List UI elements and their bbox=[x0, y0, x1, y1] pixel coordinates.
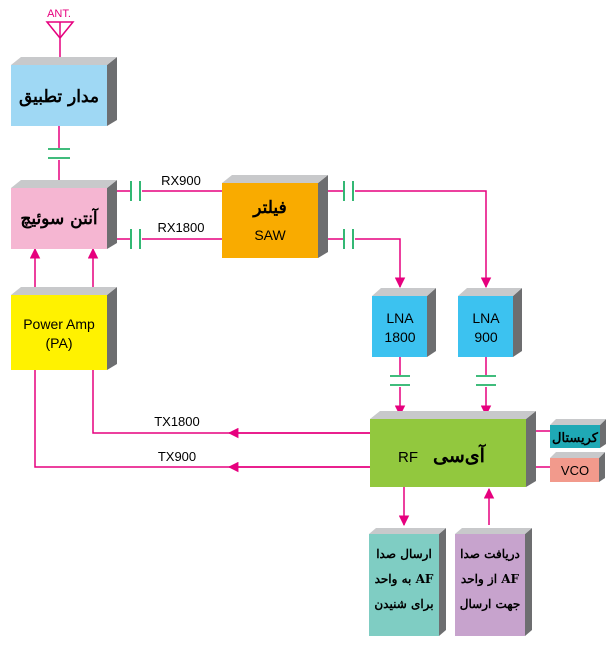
af-receive-block: دریافت صدا از واحد AF جهت ارسال bbox=[455, 528, 532, 636]
antenna-icon bbox=[45, 21, 75, 62]
power-amp-block: Power Amp (PA) bbox=[11, 287, 117, 370]
matching-circuit-label: مدار تطبیق bbox=[19, 87, 99, 107]
lna-1800-line1: LNA bbox=[386, 310, 414, 326]
vco-label: VCO bbox=[561, 463, 589, 478]
saw-filter-block: فیلتر SAW bbox=[222, 175, 328, 258]
antenna-switch-block: آنتن سوئیچ bbox=[11, 180, 117, 249]
lna-900-line1: LNA bbox=[472, 310, 500, 326]
capacitor-icon bbox=[48, 148, 497, 387]
rx900-label: RX900 bbox=[161, 173, 201, 188]
rx1800-label: RX1800 bbox=[158, 220, 205, 235]
rf-ic-label: آی‌سی bbox=[433, 443, 487, 467]
lna-1800-block: LNA 1800 bbox=[372, 288, 436, 357]
crystal-block: کریستال bbox=[550, 419, 606, 448]
af-send-line2: به واحد AF bbox=[375, 572, 434, 587]
saw-filter-label: فیلتر bbox=[251, 198, 286, 218]
af-receive-line1: دریافت صدا bbox=[460, 547, 520, 562]
antenna-label: ANT. bbox=[47, 8, 71, 20]
matching-circuit-block: مدار تطبیق bbox=[11, 57, 117, 126]
af-send-line3: برای شنیدن bbox=[374, 597, 433, 612]
af-receive-line3: جهت ارسال bbox=[460, 597, 520, 612]
af-receive-line2: از واحد AF bbox=[461, 572, 520, 587]
tx900-label: TX900 bbox=[158, 449, 196, 464]
power-amp-line1: Power Amp bbox=[23, 316, 95, 332]
rf-ic-block: آی‌سی RF bbox=[370, 411, 536, 487]
af-send-line1: ارسال صدا bbox=[376, 547, 432, 562]
rf-ic-sub: RF bbox=[398, 449, 418, 466]
crystal-label: کریستال bbox=[552, 431, 599, 446]
lna-900-line2: 900 bbox=[474, 329, 498, 345]
antenna-switch-label: آنتن سوئیچ bbox=[20, 207, 99, 229]
vco-block: VCO bbox=[550, 452, 605, 482]
tx1800-label: TX1800 bbox=[154, 414, 200, 429]
lna-1800-line2: 1800 bbox=[384, 329, 415, 345]
lna-900-block: LNA 900 bbox=[458, 288, 522, 357]
power-amp-line2: (PA) bbox=[46, 335, 73, 351]
af-send-block: ارسال صدا به واحد AF برای شنیدن bbox=[369, 528, 446, 636]
saw-filter-sub: SAW bbox=[254, 227, 286, 243]
